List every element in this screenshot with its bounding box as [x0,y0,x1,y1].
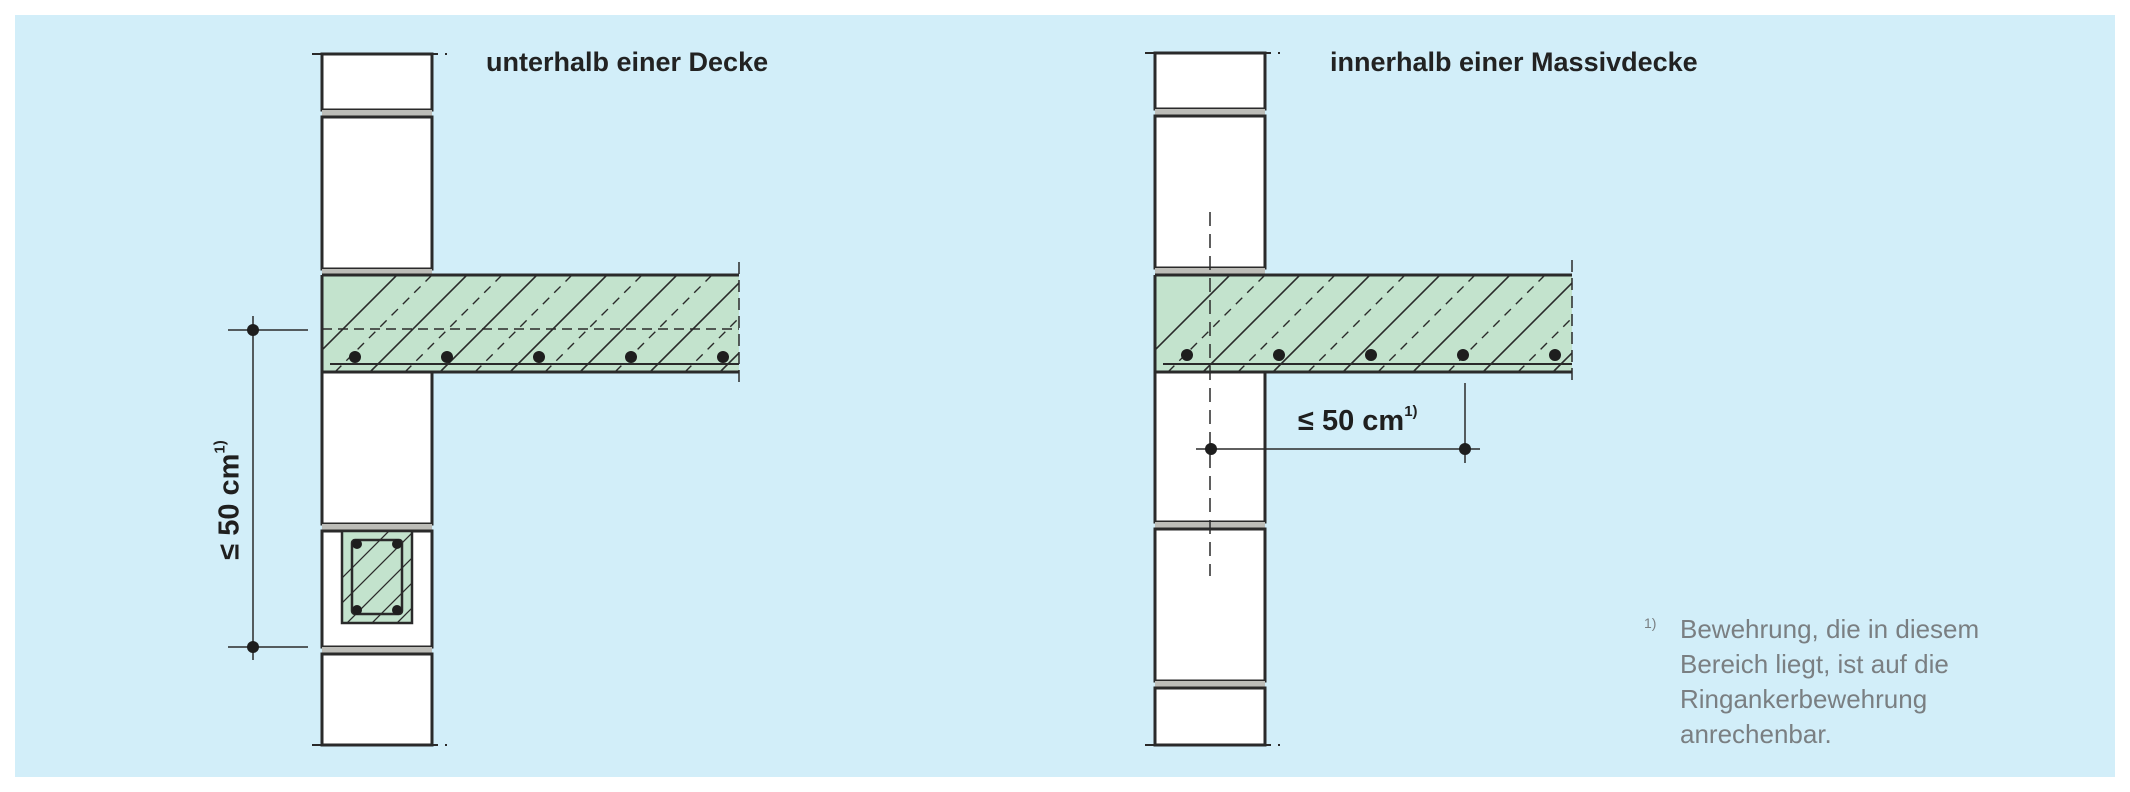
dimension-symbol: ≤ [1298,405,1314,437]
rebar [441,351,453,363]
left-detail-heading: unterhalb einer Decke [486,47,769,77]
mortar-joint [322,524,432,531]
masonry-unit [320,52,434,112]
ring-beam [340,529,414,625]
left-detail [228,52,740,747]
rebar [352,539,362,549]
rebar [1549,349,1561,361]
masonry-unit [1153,51,1267,111]
rebar [1457,349,1469,361]
dimension-line-left [228,316,308,660]
rebar [349,351,361,363]
mortar-joint [1155,681,1265,688]
left-dimension-label: ≤ 50 cm1) [211,440,247,560]
concrete-slab-left [320,262,740,386]
mortar-joint [322,647,432,654]
rebar [717,351,729,363]
rebar [1273,349,1285,361]
footnote-line: Ringankerbewehrung [1680,684,1928,714]
right-detail-heading: innerhalb einer Massivdecke [1330,47,1698,77]
masonry-unit [320,115,434,271]
rebar [392,539,402,549]
rebar [352,605,362,615]
footnote-reference: 1) [1404,403,1418,420]
footnote-line: anrechenbar. [1680,719,1832,749]
rebar [1365,349,1377,361]
masonry-unit [1153,686,1267,747]
footnote: 1) Bewehrung, die in diesem Bereich lieg… [1644,612,2040,752]
footnote-reference: 1) [211,440,229,454]
mortar-joint [1155,109,1265,116]
footnote-text: Bewehrung, die in diesem Bereich liegt, … [1680,612,2040,752]
mortar-joint [322,110,432,117]
right-detail [1145,51,1573,747]
mortar-joint [1155,268,1265,275]
dimension-value: 50 cm [1321,405,1405,437]
masonry-unit [320,370,434,526]
mortar-joint [322,269,432,275]
rebar [533,351,545,363]
footnote-marker: 1) [1644,615,1657,631]
footnote-line: Bereich liegt, ist auf die [1680,649,1949,679]
dimension-value: 50 cm [213,453,246,536]
rebar [1181,349,1193,361]
masonry-unit [320,652,434,747]
rebar [392,605,402,615]
dimension-symbol: ≤ [213,543,246,560]
rebar [625,351,637,363]
concrete-slab-right [1153,260,1573,386]
footnote-line: Bewehrung, die in diesem [1680,614,1980,644]
right-dimension-label: ≤ 50 cm1) [1298,403,1418,438]
